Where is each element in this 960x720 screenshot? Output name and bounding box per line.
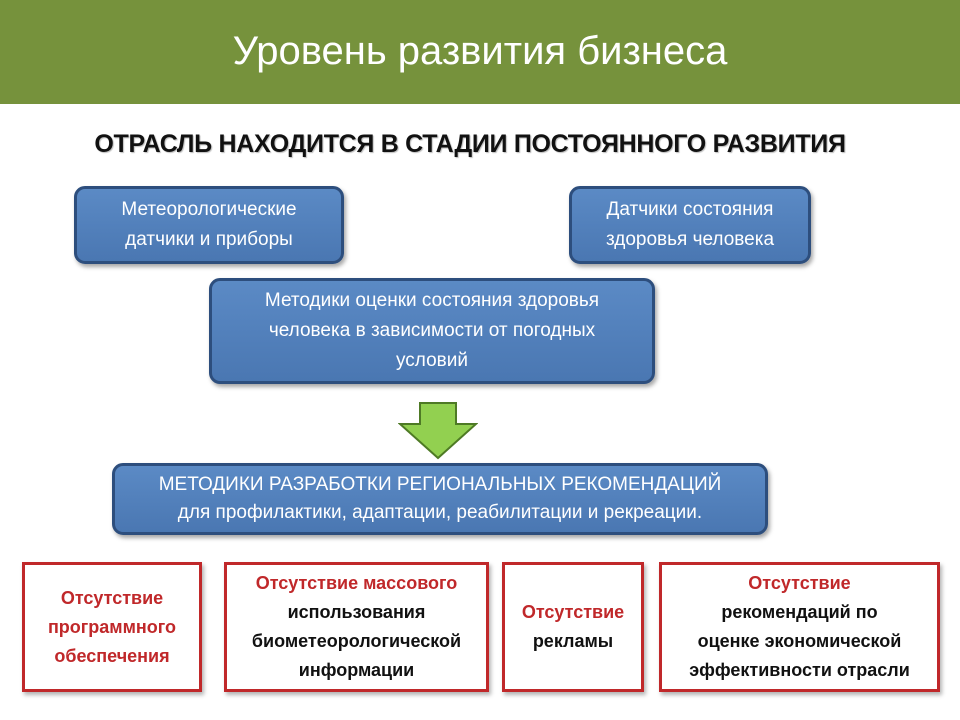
box-text-line: информации xyxy=(298,660,415,680)
box-text-line: эффективности отрасли xyxy=(689,660,910,680)
box-text-line: для профилактики, адаптации, реабилитаци… xyxy=(177,502,703,523)
slide-title: Уровень развития бизнеса xyxy=(232,29,728,73)
slide-subtitle: ОТРАСЛЬ НАХОДИТСЯ В СТАДИИ ПОСТОЯННОГО Р… xyxy=(94,130,846,158)
box-text-line: Метеорологические xyxy=(121,199,297,220)
box-text-line: Датчики состояния xyxy=(606,199,774,220)
down-arrow-icon xyxy=(398,402,478,460)
box-text-line: рекламы xyxy=(532,631,614,651)
box-text-line: МЕТОДИКИ РАЗРАБОТКИ РЕГИОНАЛЬНЫХ РЕКОМЕН… xyxy=(158,474,722,495)
box-text-line: Методики оценки состояния здоровья xyxy=(264,290,600,311)
no-software-box: Отсутствие программного обеспечения xyxy=(22,562,202,692)
box-text-line: Отсутствие xyxy=(521,602,625,622)
box-text-line: условий xyxy=(396,350,468,371)
box-text-line: Отсутствие xyxy=(60,587,164,608)
regional-recommendations-box: МЕТОДИКИ РАЗРАБОТКИ РЕГИОНАЛЬНЫХ РЕКОМЕН… xyxy=(112,463,768,535)
box-text-line: Отсутствие xyxy=(748,573,851,593)
health-assessment-methods-box: Методики оценки состояния здоровья челов… xyxy=(209,278,655,384)
no-mass-usage-box: Отсутствие массового использования биоме… xyxy=(224,562,489,692)
box-text-line: Отсутствие массового xyxy=(255,573,458,593)
box-text-line: оценке экономической xyxy=(697,631,902,651)
box-text-line: обеспечения xyxy=(54,645,170,666)
box-text-line: здоровья человека xyxy=(605,229,775,250)
title-bar: Уровень развития бизнеса xyxy=(0,0,960,104)
box-text-line: использования xyxy=(287,602,426,622)
meteo-sensors-box: Метеорологические датчики и приборы xyxy=(74,186,344,264)
box-text-line: биометеорологической xyxy=(251,631,462,651)
box-text-line: программного xyxy=(47,616,177,637)
box-text-line: датчики и приборы xyxy=(125,229,293,250)
no-advertising-box: Отсутствие рекламы xyxy=(502,562,644,692)
box-text-line: рекомендаций по xyxy=(721,602,878,622)
no-economic-recommendations-box: Отсутствие рекомендаций по оценке эконом… xyxy=(659,562,940,692)
box-text-line: человека в зависимости от погодных xyxy=(268,320,596,341)
health-sensors-box: Датчики состояния здоровья человека xyxy=(569,186,811,264)
